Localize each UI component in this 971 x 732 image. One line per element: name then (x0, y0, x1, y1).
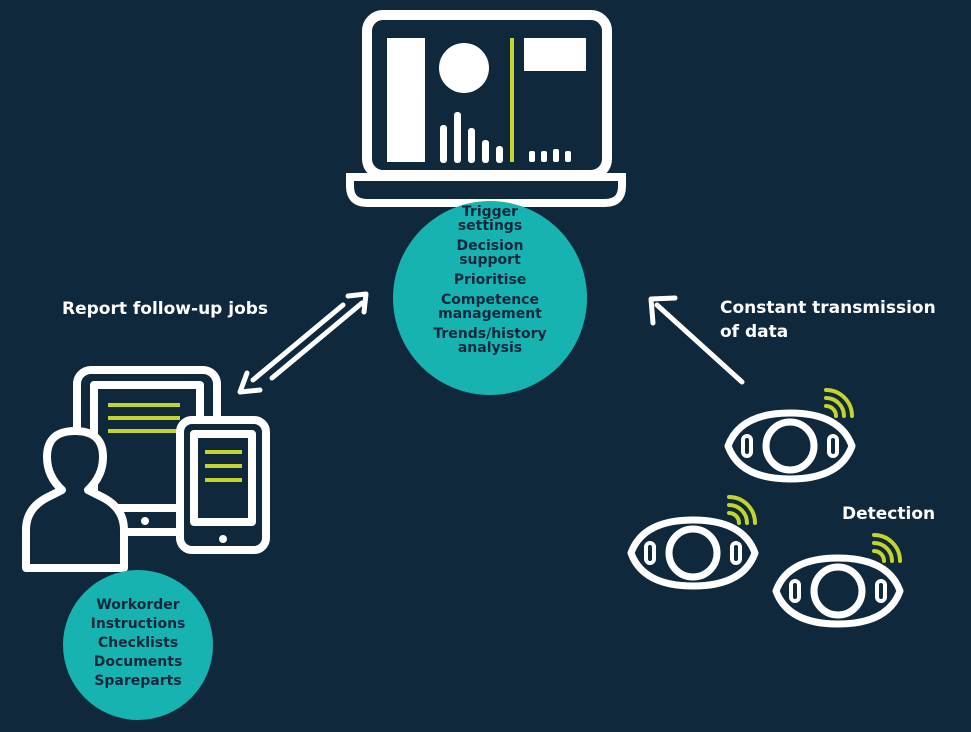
central-item-decision-support: Decision support (420, 239, 560, 267)
central-line: Competence (441, 292, 539, 308)
central-function-list: Trigger settings Decision support Priori… (420, 205, 560, 361)
report-follow-up-label: Report follow-up jobs (62, 299, 269, 319)
instructions-item: Instructions (90, 616, 186, 632)
constant-transmission-line-2: of data (720, 322, 789, 342)
workorder-item: Workorder (96, 597, 180, 613)
documents-item: Documents (93, 654, 183, 670)
central-line: Prioritise (453, 272, 527, 288)
double-arrow-icon (237, 291, 369, 395)
wireless-sensor-icon (772, 533, 904, 628)
central-item-prioritise: Prioritise (420, 273, 560, 287)
central-line: settings (457, 218, 523, 234)
central-line: Trends/history (433, 326, 547, 342)
central-item-competence-management: Competence management (420, 293, 560, 321)
laptop-dashboard-icon (346, 10, 626, 207)
spareparts-item: Spareparts (94, 673, 182, 689)
central-line: support (459, 252, 521, 268)
constant-transmission-label: Constant transmission of data (720, 296, 936, 344)
central-item-trends-history-analysis: Trends/history analysis (420, 327, 560, 355)
constant-transmission-line-1: Constant transmission (720, 298, 936, 318)
central-line: management (438, 306, 542, 322)
workorder-circle (63, 570, 213, 720)
central-function-circle (393, 201, 587, 395)
central-line: Trigger (461, 204, 519, 220)
user-with-tablet-and-phone-icon (22, 366, 270, 572)
workorder-list: Workorder Instructions Checklists Docume… (68, 596, 208, 691)
central-item-trigger-settings: Trigger settings (420, 205, 560, 233)
detection-label: Detection (842, 504, 936, 524)
central-line: analysis (457, 340, 523, 356)
central-line: Decision (456, 238, 524, 254)
arrow-icon (648, 295, 745, 385)
wireless-sensor-icon (724, 388, 856, 483)
checklists-item: Checklists (97, 635, 179, 651)
wireless-sensor-icon (627, 495, 759, 590)
